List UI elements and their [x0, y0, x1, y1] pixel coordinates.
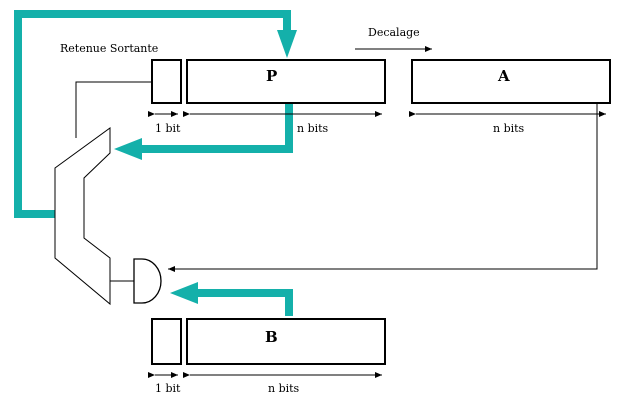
b-register: [186, 318, 386, 365]
width-arrows: [148, 111, 606, 378]
a-width-label: n bits: [493, 122, 525, 135]
b-width-label: n bits: [268, 382, 300, 395]
b-to-gate-arrowhead-icon: [170, 282, 198, 304]
p-register-label: P: [266, 67, 277, 85]
a-register: [411, 59, 611, 104]
retenue-label: Retenue Sortante: [60, 42, 158, 55]
carry-out-wire: [75, 81, 152, 138]
alu-shape: [54, 127, 111, 306]
carry-bit-register-bottom: [151, 318, 182, 365]
p-to-alu-arrowhead-icon: [114, 138, 142, 160]
decalage-label: Decalage: [368, 26, 420, 39]
p-width-label: n bits: [297, 122, 329, 135]
a-to-gate-wire: [168, 103, 598, 272]
carry-bottom-width-label: 1 bit: [155, 382, 181, 395]
alu-to-p-feedback-path: [14, 10, 297, 218]
p-to-alu-path: [114, 104, 293, 160]
b-register-label: B: [265, 328, 278, 346]
a-register-label: A: [497, 67, 510, 85]
carry-bit-register-top: [151, 59, 182, 104]
and-gate: [110, 258, 162, 304]
p-register: [186, 59, 386, 104]
b-to-gate-path: [170, 282, 293, 316]
feedback-arrowhead-icon: [277, 30, 297, 58]
carry-top-width-label: 1 bit: [155, 122, 181, 135]
